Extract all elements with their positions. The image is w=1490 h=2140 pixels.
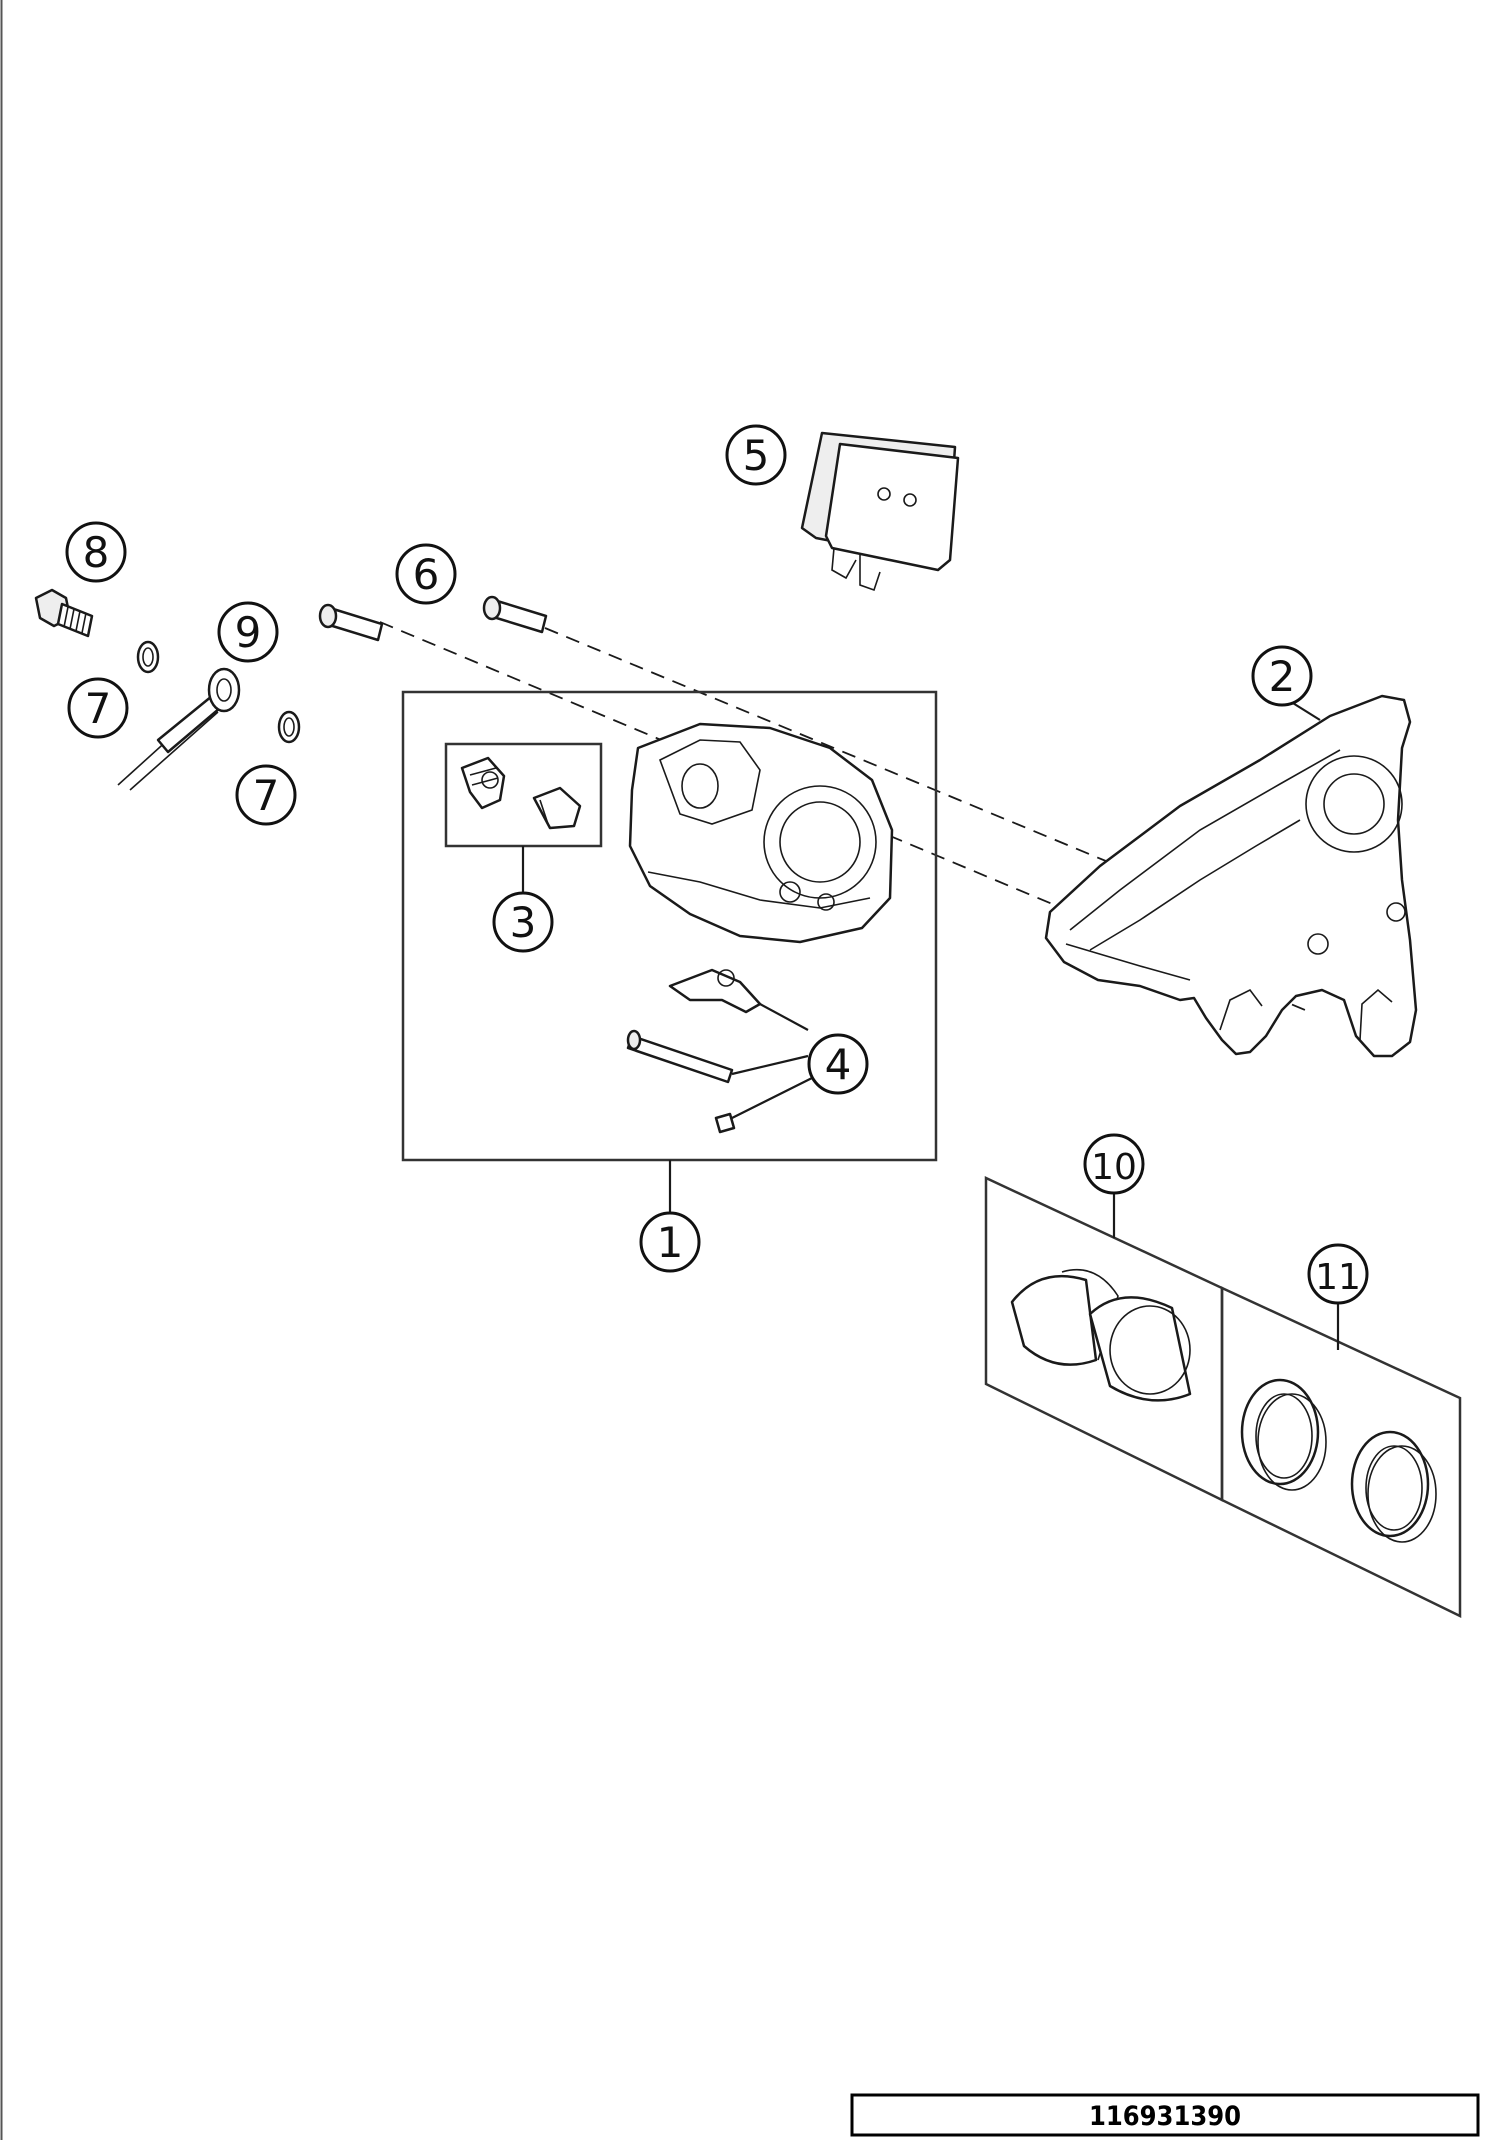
sealing-washer-upper bbox=[136, 640, 160, 674]
callout-group: 1 2 3 4 5 6 7 7 8 9 10 11 bbox=[65, 424, 1369, 1305]
pad-pin-kit bbox=[626, 968, 762, 1134]
callout-10: 10 bbox=[1083, 1133, 1145, 1195]
callout-label: 9 bbox=[235, 608, 262, 657]
piston-seals bbox=[1240, 1378, 1437, 1543]
callout-label: 7 bbox=[253, 771, 280, 820]
callout-circle bbox=[65, 521, 127, 583]
piston-kit-frame bbox=[984, 1176, 1462, 1618]
callout-1: 1 bbox=[639, 1211, 701, 1273]
callout-7b: 7 bbox=[235, 764, 297, 826]
diagram-code-box bbox=[850, 2093, 1480, 2137]
callout-3: 3 bbox=[492, 891, 554, 953]
callout-circle bbox=[1083, 1133, 1145, 1195]
callout-11: 11 bbox=[1307, 1243, 1369, 1305]
banjo-bolt bbox=[34, 588, 94, 638]
sealing-washer-lower bbox=[277, 710, 301, 744]
sealing-washer-upper-inner bbox=[142, 647, 154, 667]
callout-label: 3 bbox=[510, 898, 537, 947]
brake-pads bbox=[800, 431, 960, 592]
callout-circle bbox=[807, 1033, 869, 1095]
guide-pins bbox=[318, 595, 548, 642]
callout-circle bbox=[639, 1211, 701, 1273]
caliper-carrier bbox=[1044, 694, 1418, 1058]
callout-circle bbox=[235, 764, 297, 826]
callout-9: 9 bbox=[217, 601, 279, 663]
callout-circle bbox=[67, 677, 129, 739]
callout-circle bbox=[1307, 1243, 1369, 1305]
pistons bbox=[1010, 1268, 1192, 1402]
callout-label: 4 bbox=[825, 1040, 852, 1089]
callout-5: 5 bbox=[725, 424, 787, 486]
bleeder-kit-frame bbox=[444, 742, 603, 848]
diagram-code: 116931390 bbox=[1089, 2101, 1241, 2132]
callout-label: 2 bbox=[1269, 652, 1296, 701]
callout-6: 6 bbox=[395, 543, 457, 605]
brake-line bbox=[117, 667, 241, 791]
callout-label: 10 bbox=[1091, 1147, 1137, 1188]
brake-caliper bbox=[628, 722, 894, 944]
callout-8: 8 bbox=[65, 521, 127, 583]
callout-2: 2 bbox=[1251, 645, 1313, 707]
callout-label: 1 bbox=[657, 1218, 684, 1267]
callout-label: 5 bbox=[743, 431, 770, 480]
callout-label: 6 bbox=[413, 550, 440, 599]
callout-circle bbox=[492, 891, 554, 953]
callout-circle bbox=[1251, 645, 1313, 707]
callout-circle bbox=[217, 601, 279, 663]
sealing-washer-lower-inner bbox=[283, 717, 295, 737]
callout-label: 7 bbox=[85, 684, 112, 733]
bleeder-valve-kit bbox=[460, 756, 582, 830]
callout-circle bbox=[725, 424, 787, 486]
callout-circle bbox=[395, 543, 457, 605]
callout-label: 8 bbox=[83, 528, 110, 577]
callout-label: 11 bbox=[1315, 1257, 1361, 1298]
leaders-4 bbox=[731, 1003, 813, 1119]
callout-4: 4 bbox=[807, 1033, 869, 1095]
callout-7a: 7 bbox=[67, 677, 129, 739]
